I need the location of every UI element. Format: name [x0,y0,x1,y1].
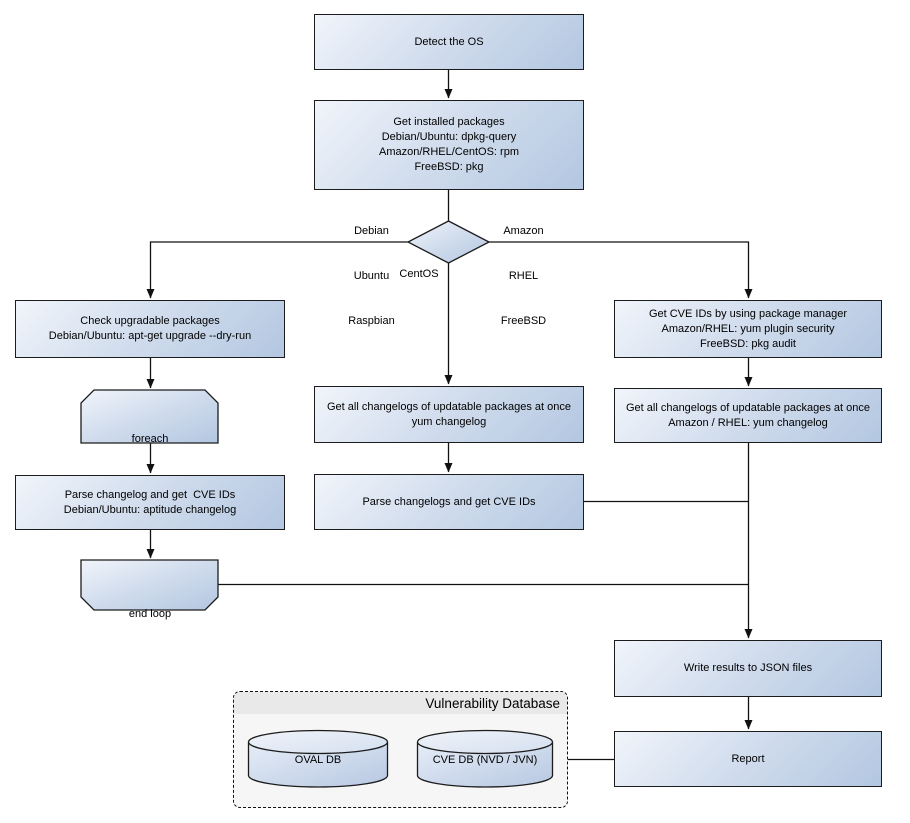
node-label-line: Amazon/RHEL: yum plugin security [661,322,835,335]
node-write-results-json: Write results to JSON files [614,640,882,697]
edge-label-line: FreeBSD [500,315,547,327]
edge-label-centos-branch: CentOS [399,268,439,280]
label-oval-db: OVAL DB [294,754,342,766]
node-check-upgradable-packages: Check upgradable packages Debian/Ubuntu:… [15,300,285,358]
node-get-changelogs-centos: Get all changelogs of updatable packages… [314,386,584,443]
node-label-line: Write results to JSON files [683,662,813,674]
node-label-line: Debian/Ubuntu: aptitude changelog [63,503,237,516]
edge-label-line: Debian [354,225,389,237]
node-label-line: Parse changelogs and get CVE IDs [362,495,536,508]
node-label-line: Debian/Ubuntu: apt-get upgrade --dry-run [48,330,252,342]
edge-label-amazon-branch: Amazon RHEL FreeBSD [481,194,566,359]
vulnerability-database-title: Vulnerability Database [425,695,560,711]
node-label-line: Check upgradable packages [80,315,220,327]
node-label-line: yum changelog [411,415,487,428]
node-get-cve-ids-package-manager: Get CVE IDs by using package manager Ama… [614,300,882,358]
node-label-line: FreeBSD: pkg [414,161,484,173]
node-os-decision-diamond [406,220,491,264]
node-label-line: foreach [131,433,169,445]
node-get-changelogs-amazon-rhel: Get all changelogs of updatable packages… [614,388,882,443]
node-label-line: Parse changelog and get CVE IDs [64,488,236,501]
node-end-loop: end loop [59,577,241,652]
node-detect-os: Detect the OS [314,14,584,70]
node-label-line: Get CVE IDs by using package manager [648,307,848,320]
node-label-line: Report [731,752,765,765]
node-parse-changelogs-centos: Parse changelogs and get CVE IDs [314,474,584,530]
node-label-line: Amazon / RHEL: yum changelog [668,416,828,429]
node-label-line: Get installed packages [393,116,505,128]
label-cve-db: CVE DB (NVD / JVN) [432,754,538,766]
edge-label-line: RHEL [508,270,539,282]
node-label-line: Get all changelogs of updatable packages… [326,400,571,413]
node-report: Report [614,731,882,787]
node-label-line: end loop [128,608,172,620]
node-label-line: FreeBSD: pkg audit [700,337,796,350]
vulnerability-database-header: Vulnerability Database [234,692,567,714]
node-get-installed-packages: Get installed packages Debian/Ubuntu: dp… [314,100,584,190]
edge-label-line: Raspbian [348,315,395,327]
node-label-line: Detect the OS [414,35,484,48]
node-label-line: Get all changelogs of updatable packages… [625,401,870,414]
vulnerability-database-container: Vulnerability Database [233,691,568,808]
node-parse-changelog-debian: Parse changelog and get CVE IDs Debian/U… [15,475,285,530]
node-label-line: Amazon/RHEL/CentOS: rpm [379,146,519,158]
edge-label-line: Amazon [503,225,544,237]
node-label-line: Debian/Ubuntu: dpkg-query [381,131,517,143]
